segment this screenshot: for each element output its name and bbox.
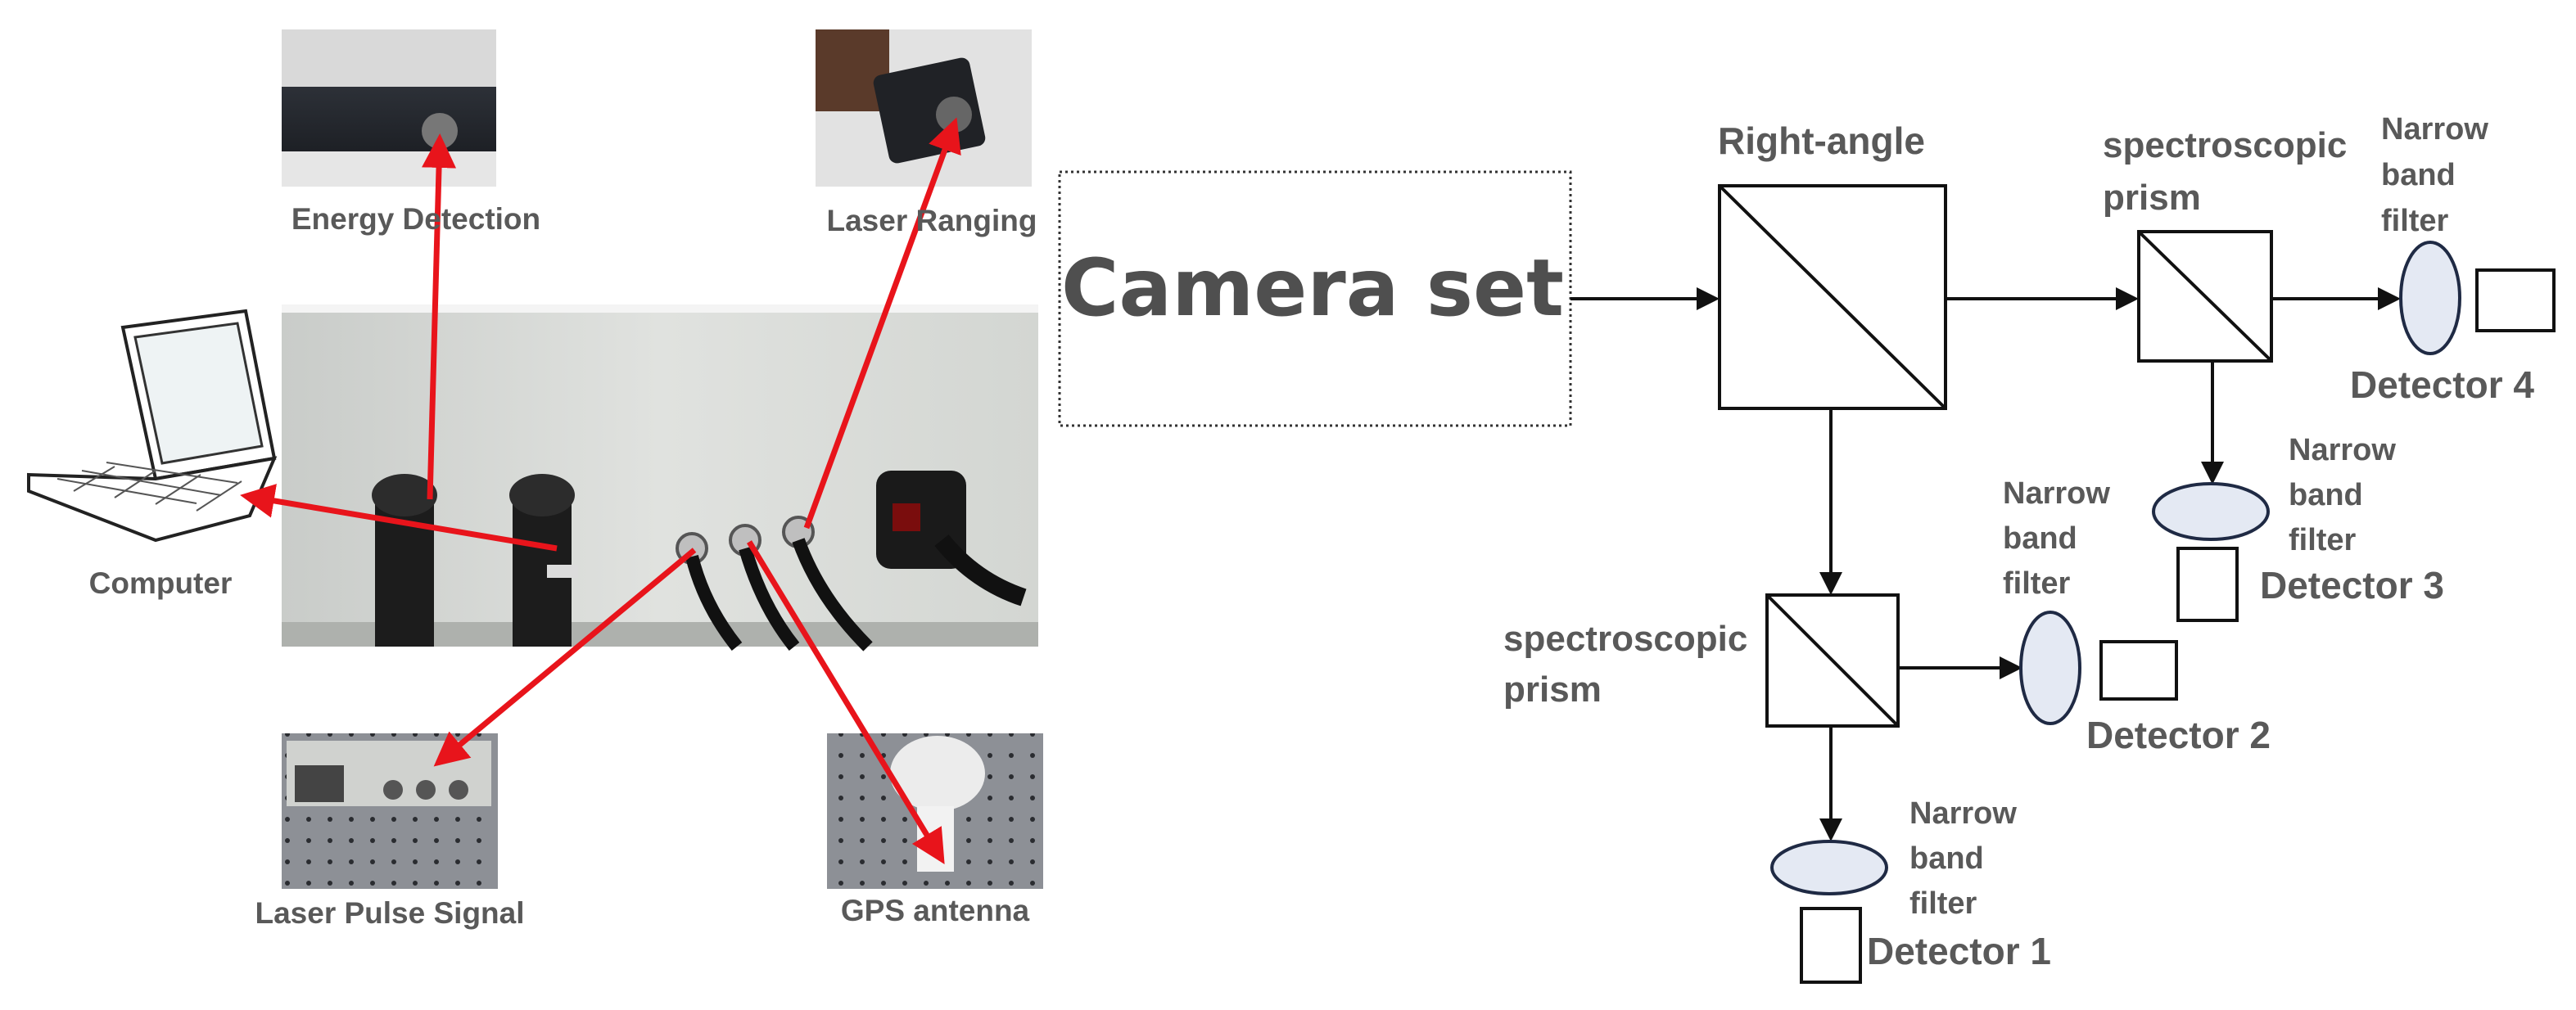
label-laser-pulse-signal: Laser Pulse Signal	[255, 896, 524, 930]
filter-2-label-line1: Narrow	[2003, 476, 2110, 511]
connector-panel-photo	[282, 304, 1038, 652]
arrow-to-laser-ranging	[803, 117, 961, 530]
camera-set-label: Camera set	[1061, 242, 1564, 334]
label-laser-ranging: Laser Ranging	[827, 204, 1037, 237]
computer-laptop-icon	[27, 309, 278, 543]
detector-3	[2176, 547, 2239, 622]
detector-3-label: Detector 3	[2260, 564, 2444, 606]
filter-3-label-line2: band	[2289, 478, 2363, 512]
prism-bottom-label-line2: prism	[1503, 670, 1602, 710]
detector-1	[1800, 907, 1862, 984]
label-computer: Computer	[89, 566, 233, 600]
label-energy-detection: Energy Detection	[291, 202, 540, 236]
narrow-band-filter-2	[2019, 611, 2081, 725]
narrow-band-filter-3	[2152, 482, 2270, 541]
filter-3-label-line3: filter	[2289, 523, 2357, 557]
arrow-to-energy-detection	[422, 133, 457, 500]
laser-ranging-photo	[816, 29, 1032, 187]
camera-set-box	[1058, 170, 1572, 427]
prism-top-label-line2: prism	[2103, 178, 2201, 218]
gps-antenna-photo	[827, 733, 1043, 889]
filter-2-label-line3: filter	[2003, 566, 2071, 601]
optical-path-diagram: Camera set Right-angle spectroscopic pri…	[1058, 112, 2556, 984]
equipment-panel: Energy Detection Laser Ranging Computer …	[27, 29, 1043, 930]
detector-4-label: Detector 4	[2350, 363, 2534, 406]
signal-arrows	[240, 117, 961, 864]
laser-pulse-signal-photo	[282, 733, 498, 889]
filter-1-label-line3: filter	[1909, 886, 1977, 921]
filter-1-label-line1: Narrow	[1909, 796, 2017, 831]
filter-4-label-line3: filter	[2381, 204, 2449, 238]
label-gps-antenna: GPS antenna	[841, 894, 1030, 927]
detector-1-label: Detector 1	[1867, 930, 2051, 972]
prism-bottom-label-line1: spectroscopic	[1503, 619, 1747, 659]
arrow-to-computer	[240, 484, 558, 552]
detector-2	[2099, 640, 2178, 701]
filter-4-label-line2: band	[2381, 158, 2456, 192]
detector-2-label: Detector 2	[2086, 714, 2271, 756]
right-angle-label: Right-angle	[1718, 119, 1925, 162]
filter-4-label-line1: Narrow	[2381, 112, 2488, 147]
arrow-to-laser-pulse-signal	[433, 548, 697, 767]
detector-4	[2475, 268, 2556, 332]
prism-top-label-line1: spectroscopic	[2103, 125, 2347, 165]
narrow-band-filter-4	[2399, 241, 2461, 355]
filter-1-label-line2: band	[1909, 841, 1984, 876]
narrow-band-filter-1	[1770, 840, 1888, 895]
energy-detection-photo	[282, 29, 496, 187]
filter-3-label-line1: Narrow	[2289, 433, 2396, 467]
arrow-to-gps-antenna	[747, 540, 945, 864]
filter-2-label-line2: band	[2003, 521, 2077, 556]
